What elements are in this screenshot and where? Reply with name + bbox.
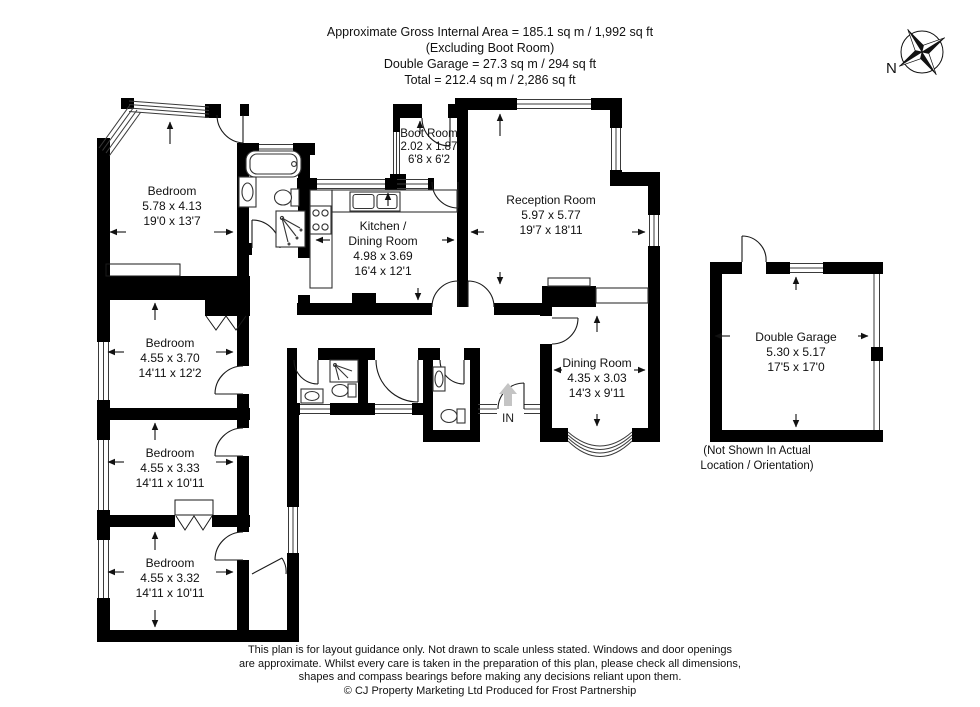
fixtures [238, 150, 649, 424]
garage-doors [873, 274, 880, 430]
compass-icon [898, 28, 946, 76]
room-label-reception: Reception Room 5.97 x 5.77 19'7 x 18'11 [506, 193, 596, 237]
room-label-kitchen: Kitchen / Dining Room 4.98 x 3.69 16'4 x… [348, 219, 418, 278]
wc-sink-icon [432, 366, 446, 392]
room-label-bedroom1: Bedroom 5.78 x 4.13 19'0 x 13'7 [142, 184, 202, 228]
room-label-bedroom2: Bedroom 4.55 x 3.70 14'11 x 12'2 [138, 336, 202, 380]
compass-north-label: N [886, 60, 897, 77]
wardrobe [105, 263, 181, 277]
dining-bay-window [567, 431, 633, 457]
shower-room-sink-icon [300, 388, 324, 404]
kitchen-counter [309, 189, 458, 289]
footer-line-2: are approximate. Whilst every care is ta… [239, 657, 741, 670]
room-label-garage: Double Garage 5.30 x 5.17 17'5 x 17'0 [755, 330, 837, 374]
reception-dining-opening [595, 287, 649, 304]
dining-door [551, 317, 579, 345]
walls [97, 98, 883, 642]
room-label-bedroom3: Bedroom 4.55 x 3.33 14'11 x 10'11 [135, 446, 205, 490]
boot-kitchen-door [431, 181, 459, 209]
bedroom2-door [214, 365, 244, 395]
bay-window [98, 100, 210, 156]
header-line-3: Double Garage = 27.3 sq m / 294 sq ft [383, 57, 597, 71]
doors [214, 114, 767, 575]
header-line-1: Approximate Gross Internal Area = 185.1 … [326, 25, 654, 39]
bathroom-sink-icon [238, 176, 257, 208]
room-label-boot-room: Boot Room 2.02 x 1.87 6'8 x 6'2 [400, 128, 458, 166]
footer-line-3: shapes and compass bearings before makin… [298, 671, 682, 683]
header-line-4: Total = 212.4 sq m / 2,286 sq ft [404, 73, 576, 87]
windows [98, 99, 823, 598]
fireplace-hearth [547, 277, 591, 287]
room-label-bedroom4: Bedroom 4.55 x 3.32 14'11 x 10'11 [135, 556, 205, 600]
wc-toilet-icon [440, 408, 466, 424]
footer-line-1: This plan is for layout guidance only. N… [247, 644, 733, 656]
bathroom-toilet-icon [273, 188, 300, 207]
header-line-2: (Excluding Boot Room) [425, 41, 555, 55]
entrance-label: IN [502, 411, 514, 425]
kitchen-sink-icon [349, 191, 401, 212]
reception-door [467, 280, 495, 308]
bathroom-shower-icon [275, 210, 306, 248]
garage-note: (Not Shown In Actual Location / Orientat… [700, 445, 814, 472]
header-area-summary: Approximate Gross Internal Area = 185.1 … [0, 24, 980, 88]
shower-room-toilet-icon [331, 383, 357, 398]
bedroom4-door [214, 531, 244, 561]
kitchen-door [431, 280, 459, 308]
entrance-arrow-icon [499, 383, 517, 406]
corridor-door [251, 557, 287, 575]
footer-disclaimer: This plan is for layout guidance only. N… [0, 644, 980, 698]
closet-bifold-doors [105, 263, 247, 531]
hob-icon [309, 205, 332, 235]
wc-door [439, 359, 465, 385]
dimension-arrows [107, 113, 869, 628]
bedroom1-door [216, 114, 244, 144]
shower-icon [329, 359, 359, 383]
shower-room-door [293, 359, 319, 385]
room-label-dining: Dining Room 4.35 x 3.03 14'3 x 9'11 [562, 356, 632, 400]
bedroom3-door [214, 427, 244, 457]
footer-copyright: © CJ Property Marketing Ltd Produced for… [343, 684, 637, 697]
garage-side-door [741, 235, 767, 263]
bathtub-icon [245, 150, 302, 178]
hall-door [375, 359, 419, 403]
